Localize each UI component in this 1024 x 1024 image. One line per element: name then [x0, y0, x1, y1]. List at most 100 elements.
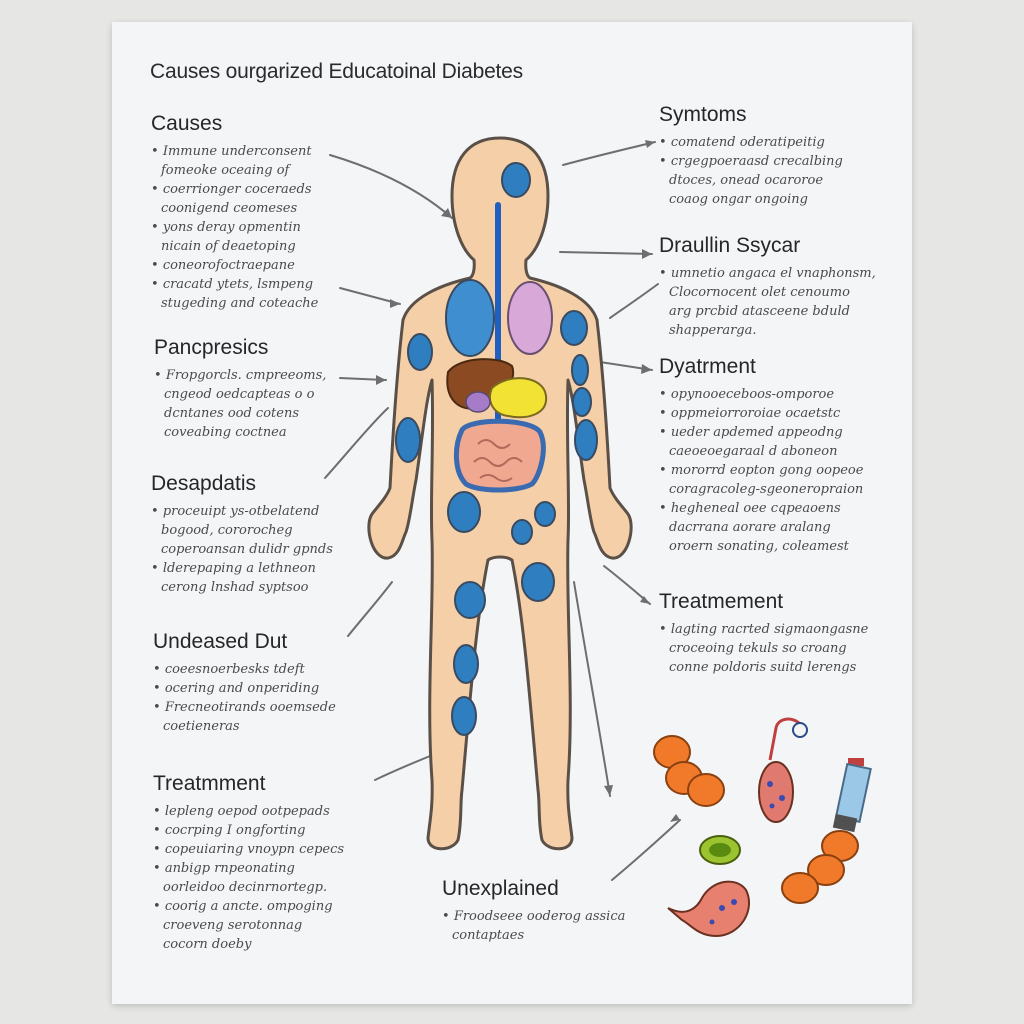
list-item: lepleng oepod ootpepads — [153, 802, 344, 821]
section-heading: Desapdatis — [151, 472, 257, 495]
section-heading: Undeased Dut — [153, 630, 288, 653]
list-item: comatend oderatipeitig — [659, 133, 843, 152]
list-item: caeoeoegaraal d aboneon — [669, 444, 838, 459]
section-desapdatis: Desapdatis proceuipt ys-otbelatend bogoo… — [151, 472, 333, 597]
section-undeased: Undeased Dut coeesnoerbesks tdeft ocerin… — [153, 630, 336, 736]
cell-hip-left — [447, 491, 481, 533]
cells — [395, 162, 598, 736]
section-symptoms: Symtoms comatend oderatipeitig crgegpoer… — [659, 103, 843, 209]
list-item: cngeod oedcapteas o o — [164, 387, 315, 402]
list-item: oroern sonating, coleamest — [669, 539, 849, 554]
arrow-heads — [376, 140, 680, 822]
list-item: Immune underconsent — [151, 142, 318, 161]
list-item: croceoing tekuls so croang — [669, 641, 847, 656]
list-item: crgegpoeraasd crecalbing — [659, 152, 843, 171]
list-item: coveabing coctnea — [164, 425, 287, 440]
list-item: arg prcbid atasceene bduld — [669, 304, 850, 319]
list-item: lderepaping a lethneon — [151, 559, 333, 578]
list-item: dtoces, onead ocaroroe — [669, 173, 824, 188]
orange-pills — [653, 735, 725, 807]
list-item: conne poldoris suitd lerengs — [669, 660, 857, 675]
list-item: coerrionger coceraeds — [151, 180, 318, 199]
section-unexplained: Unexplained Froodseee ooderog assica con… — [442, 877, 625, 945]
section-heading: Symtoms — [659, 103, 747, 126]
lung-left — [445, 279, 495, 357]
list-item: Clocornocent olet cenoumo — [669, 285, 850, 300]
list-item: coeesnoerbesks tdeft — [153, 660, 336, 679]
cell-thigh-right — [521, 562, 555, 602]
list-item: mororrd eopton gong oopeoe — [659, 461, 864, 480]
arrow-undeased — [347, 581, 393, 637]
list-item: opynooeceboos-omporoe — [659, 385, 863, 404]
cell-hip-center — [511, 519, 533, 545]
list-item: anbigp rnpeonating — [153, 859, 344, 878]
cell-forearm-right — [574, 419, 598, 461]
arrow-desapdatis — [324, 407, 389, 479]
section-treatmement: Treatmement lagting racrted sigmaongasne… — [659, 590, 868, 677]
list-item: stugeding and coteache — [161, 296, 319, 311]
section-draullin: Draullin Ssycar umnetio angaca el vnapho… — [659, 234, 876, 340]
list-item: oppmeiorroroiae ocaetstc — [659, 404, 863, 423]
list-item: lagting racrted sigmaongasne — [659, 620, 869, 639]
list-item: copeuiaring vnoypn cepecs — [153, 840, 344, 859]
section-heading: Pancpresics — [154, 336, 269, 359]
cell-shoulder-right — [560, 310, 588, 346]
section-heading: Draullin Ssycar — [659, 234, 801, 257]
list-item: fomeoke oceaing of — [161, 163, 290, 178]
arrow-symptoms — [562, 141, 656, 166]
list-item: ueder apdemed appeodng — [659, 423, 863, 442]
orange-pills-right — [781, 830, 859, 904]
section-heading: Treatmment — [153, 772, 266, 795]
stomach — [489, 377, 548, 419]
cell-arm-right-2 — [572, 387, 592, 417]
section-dyatrment: Dyatrment opynooeceboos-omporoe oppmeior… — [659, 355, 863, 556]
section-treatment-left: Treatmment lepleng oepod ootpepads cocrp… — [153, 772, 344, 954]
section-heading: Unexplained — [442, 877, 559, 900]
cell-forearm-left — [395, 417, 421, 463]
list-item: coragracoleg-sgeoneropraion — [669, 482, 864, 497]
list-item: dacrrana aorare aralang — [669, 520, 831, 535]
list-item: Froodseee ooderog assica — [442, 907, 626, 926]
cell-thigh-left — [454, 581, 486, 619]
list-item: Fropgorcls. cmpreeoms, — [154, 366, 327, 385]
list-item: coaog ongar ongoing — [669, 192, 808, 207]
list-item: cerong lnshad syptsoo — [161, 580, 309, 595]
list-item: cocrping I ongforting — [153, 821, 344, 840]
list-item: nicain of deaetoping — [161, 239, 296, 254]
cell-shin-left — [451, 696, 477, 736]
list-item: umnetio angaca el vnaphonsm, — [659, 264, 876, 283]
cell-knee-left — [453, 644, 479, 684]
list-item: Frecneotirands ooemsede — [153, 698, 336, 717]
cell-arm-right — [571, 354, 589, 386]
illustrated-items — [653, 717, 872, 938]
cell-head — [501, 162, 531, 198]
lung-right — [507, 281, 553, 355]
list-item: cocorn doeby — [163, 937, 252, 952]
stomach-illustration — [667, 880, 751, 938]
list-item: hegheneal oee cqpeaoens — [659, 499, 863, 518]
list-item: proceuipt ys-otbelatend — [151, 502, 333, 521]
small-intestine-loops — [473, 439, 523, 482]
list-item: coetieneras — [163, 719, 240, 734]
cell-hip-right — [534, 501, 556, 527]
intestines — [454, 418, 546, 493]
cell-upper-arm-left — [407, 333, 433, 371]
list-item: coperoansan dulidr gpnds — [161, 542, 333, 557]
list-item: cracatd ytets, lsmpeng — [151, 275, 318, 294]
section-heading: Treatmement — [659, 590, 784, 613]
green-capsule-core — [709, 843, 731, 857]
arrow-draullin — [559, 251, 653, 255]
glucose-meter — [758, 717, 808, 823]
pancreas-organ — [465, 391, 491, 413]
section-pancreas: Pancpresics Fropgorcls. cmpreeoms, cngeo… — [154, 336, 326, 442]
arrow-causes — [329, 154, 453, 219]
insulin-pen — [832, 758, 872, 833]
list-item: coonigend ceomeses — [161, 201, 298, 216]
list-item: contaptaes — [452, 928, 525, 943]
arrow-unexplained — [611, 819, 681, 881]
list-item: coorig a ancte. ompoging — [153, 897, 344, 916]
section-heading: Dyatrment — [659, 355, 756, 378]
list-item: ocering and onperiding — [153, 679, 336, 698]
section-heading: Causes — [151, 112, 223, 135]
